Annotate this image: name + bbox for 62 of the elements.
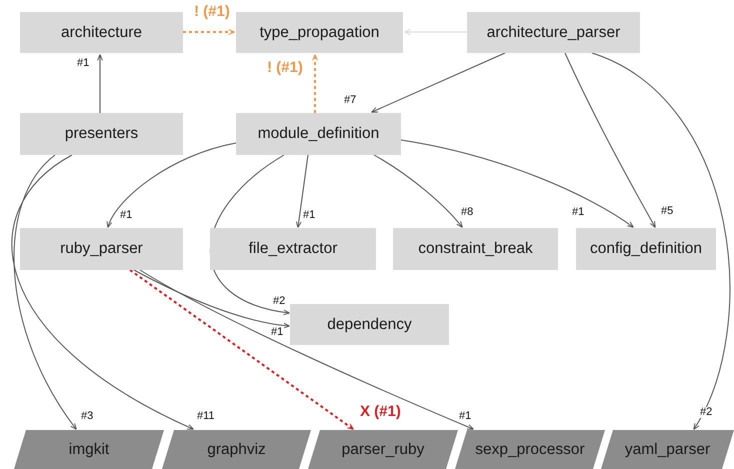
arrow <box>140 270 474 430</box>
node-label: constraint_break <box>418 239 533 260</box>
arrow <box>312 54 318 113</box>
module-box <box>576 228 716 270</box>
node-label: imgkit <box>68 440 110 460</box>
edge-label: #3 <box>80 411 94 422</box>
module-box <box>290 304 449 345</box>
arrow <box>97 54 103 114</box>
arrow <box>592 52 730 430</box>
arrow <box>296 154 308 228</box>
edge-label: #1 <box>270 327 284 338</box>
edge-label: #1 <box>302 210 316 221</box>
arrow <box>129 269 354 430</box>
node-label: sexp_processor <box>475 440 585 460</box>
node-label: dependency <box>327 314 412 335</box>
edge-label: #1 <box>571 207 586 218</box>
edge-label: #8 <box>460 207 474 218</box>
edge-label: #7 <box>343 95 358 106</box>
node-label: module_definition <box>258 124 380 144</box>
arrow <box>374 154 463 228</box>
node-label: file_extractor <box>248 239 338 260</box>
node-label: type_propagation <box>260 22 380 43</box>
library-box <box>14 430 164 469</box>
edge-label: #2 <box>272 296 286 307</box>
node-label: architecture <box>61 22 142 43</box>
node-label: yaml_parser <box>624 440 710 460</box>
edge-label: #2 <box>699 407 714 418</box>
edge-label: X (#1) <box>359 404 402 419</box>
module-box <box>467 12 640 53</box>
library-box <box>308 430 458 469</box>
node-label: presenters <box>64 124 138 144</box>
node-label: parser_ruby <box>342 440 424 460</box>
arrow <box>107 142 236 228</box>
arrow <box>404 29 468 35</box>
arrow <box>183 29 236 35</box>
edge-label: #1 <box>119 210 134 221</box>
node-label: config_definition <box>590 239 702 260</box>
library-box <box>601 430 734 469</box>
library-box <box>162 430 311 469</box>
edge-label: #1 <box>458 411 472 422</box>
module-box <box>236 113 401 155</box>
edge-label: #11 <box>196 411 216 422</box>
node-label: architecture_parser <box>486 22 620 43</box>
edge-label: #1 <box>76 58 90 69</box>
module-box <box>236 12 403 53</box>
library-box <box>455 430 605 469</box>
arrow <box>371 52 506 113</box>
module-box <box>20 228 183 270</box>
edge-label: #5 <box>660 206 674 217</box>
arrow <box>14 154 77 430</box>
edge-label: ! (#1) <box>193 4 231 19</box>
node-label: ruby_parser <box>60 239 143 260</box>
arrow <box>12 154 194 430</box>
module-box <box>210 228 376 270</box>
arrow <box>400 140 634 228</box>
arrow <box>564 52 656 228</box>
module-box <box>20 12 183 53</box>
arrow <box>134 270 290 328</box>
module-box <box>20 113 183 155</box>
node-label: graphviz <box>207 440 266 460</box>
edge-label: ! (#1) <box>266 60 304 75</box>
module-box <box>393 228 558 270</box>
